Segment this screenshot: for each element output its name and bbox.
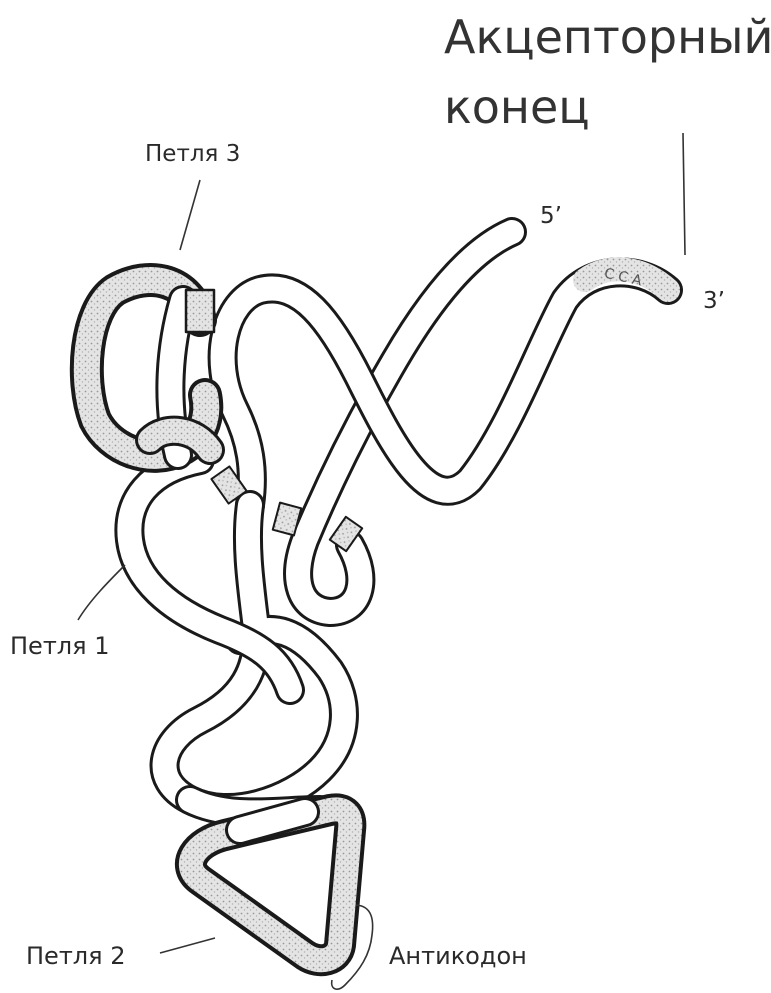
loop1-pointer-line: [78, 565, 125, 620]
loop3-pointer-line: [180, 180, 200, 250]
three-prime-label: 3’: [703, 290, 725, 313]
five-prime-label: 5’: [540, 205, 562, 228]
acceptor-pointer-line: [683, 133, 685, 255]
loop-3: [87, 280, 214, 456]
acceptor-arm: [223, 232, 668, 612]
acceptor-end-label-line2: конец: [444, 84, 590, 130]
acceptor-end-label-line1: Акцепторный: [444, 14, 771, 60]
loop1-label: Петля 1: [10, 634, 109, 658]
loop2-pointer-line: [160, 938, 215, 953]
loop3-label: Петля 3: [145, 143, 240, 166]
loop2-label: Петля 2: [26, 944, 125, 968]
anticodon-label: Антикодон: [389, 944, 527, 968]
